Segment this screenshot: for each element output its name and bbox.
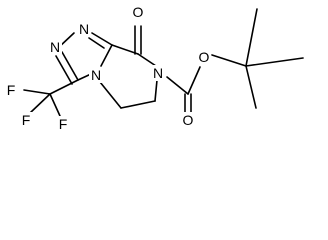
bond-c8a-c8 <box>111 44 139 55</box>
chemical-structure-diagram: N N N N O O O F F F <box>5 4 304 132</box>
n2-label-bg <box>77 21 91 37</box>
bond-c5-n4 <box>99 81 122 109</box>
atom-n4: N <box>91 67 101 83</box>
atom-o-carbonyl: O <box>183 112 194 128</box>
o-carbonyl-label-bg <box>181 112 195 128</box>
bond-c8-n7 <box>137 53 157 67</box>
bond-layer <box>23 8 304 117</box>
bond-o-ester-cquat <box>211 54 247 67</box>
atom-n1: N <box>50 39 60 55</box>
bond-carbonyl-o-ester <box>187 66 201 95</box>
bond-c3-n4 <box>77 73 92 81</box>
bond-c6-c5 <box>120 100 156 109</box>
bond-cquat-methyl-right <box>245 57 304 67</box>
n1-label-bg <box>48 39 62 55</box>
atom-o-keto: O <box>133 4 144 20</box>
n4-label-bg <box>89 67 103 83</box>
bond-n1-c3 <box>61 51 79 81</box>
bond-c3-cf3 <box>49 79 79 95</box>
f2-label-bg <box>20 112 33 128</box>
o-ester-label-bg <box>197 49 211 65</box>
atom-label-layer: N N N N O O O F F F <box>5 4 211 132</box>
bond-cquat-methyl-down <box>245 65 257 109</box>
atom-o-ester: O <box>199 49 210 65</box>
bond-cf3-f1 <box>23 89 51 95</box>
atom-n7: N <box>153 65 163 81</box>
bond-n4-c8a <box>100 44 113 67</box>
f3-label-bg <box>57 116 70 132</box>
f1-label-bg <box>5 82 18 98</box>
bond-cf3-f3 <box>49 93 61 117</box>
atom-f1: F <box>7 82 16 98</box>
bond-n1-c3-double <box>55 55 73 85</box>
atom-n2: N <box>79 21 89 37</box>
atom-f2: F <box>22 112 31 128</box>
n7-label-bg <box>151 65 165 81</box>
bond-n7-c-carbonyl <box>166 76 189 95</box>
atom-f3: F <box>59 116 68 132</box>
bond-n7-c6 <box>154 79 158 102</box>
bond-c8a-n2-double <box>88 37 105 49</box>
o-keto-label-bg <box>131 4 145 20</box>
bond-cquat-methyl-top <box>245 8 258 67</box>
bond-cf3-f2 <box>29 93 51 114</box>
bond-c8a-n2 <box>91 32 113 46</box>
